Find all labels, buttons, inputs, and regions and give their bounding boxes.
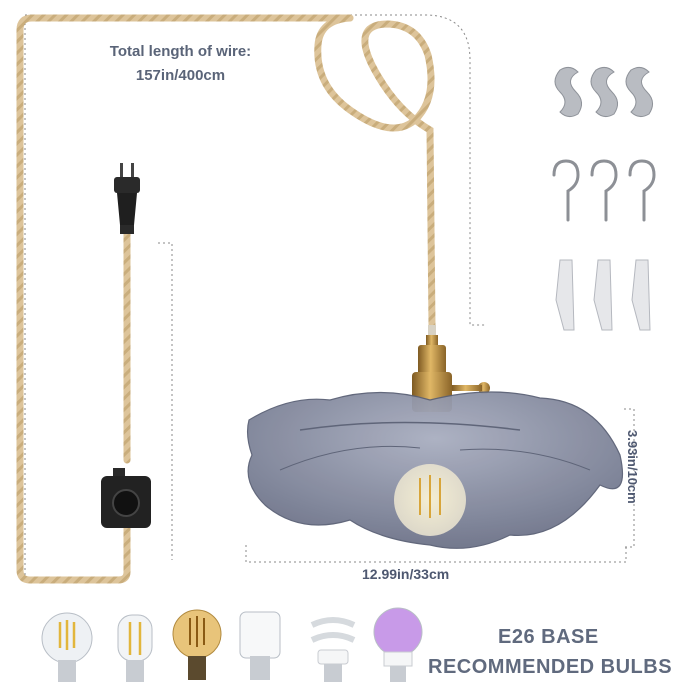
wire-length-value: 157in/400cm xyxy=(135,67,226,84)
amber-filament-bulb-icon xyxy=(172,609,222,680)
wall-anchor-icon xyxy=(555,259,651,331)
recommended-bulbs-subtitle: RECOMMENDED BULBS xyxy=(428,656,673,678)
shade-height-label: 3.93in/10cm xyxy=(625,430,640,504)
screw-hook-icon xyxy=(552,159,656,222)
dimmer-switch-icon xyxy=(101,468,151,528)
clear-filament-bulb-icon xyxy=(41,612,93,682)
base-type-title: E26 BASE xyxy=(498,626,599,648)
rgb-smart-bulb-icon xyxy=(373,607,423,682)
width-dimension-line xyxy=(245,545,627,563)
height-dimension-line xyxy=(624,408,635,548)
corn-led-bulb-icon xyxy=(239,611,281,680)
clear-tubular-bulb-icon xyxy=(117,614,153,682)
wire-length-label: Total length of wire: 157in/400cm xyxy=(98,40,263,88)
spiral-cfl-bulb-icon xyxy=(310,617,356,682)
wire-length-guide xyxy=(24,14,486,575)
wire-length-heading: Total length of wire: xyxy=(109,43,252,60)
lamp-bulb-icon xyxy=(394,464,466,536)
ceiling-plate-icon xyxy=(554,66,653,118)
plug-guide xyxy=(158,242,173,560)
twisted-wire xyxy=(16,14,436,584)
plug-icon xyxy=(114,163,140,234)
shade-width-label: 12.99in/33cm xyxy=(362,566,450,582)
